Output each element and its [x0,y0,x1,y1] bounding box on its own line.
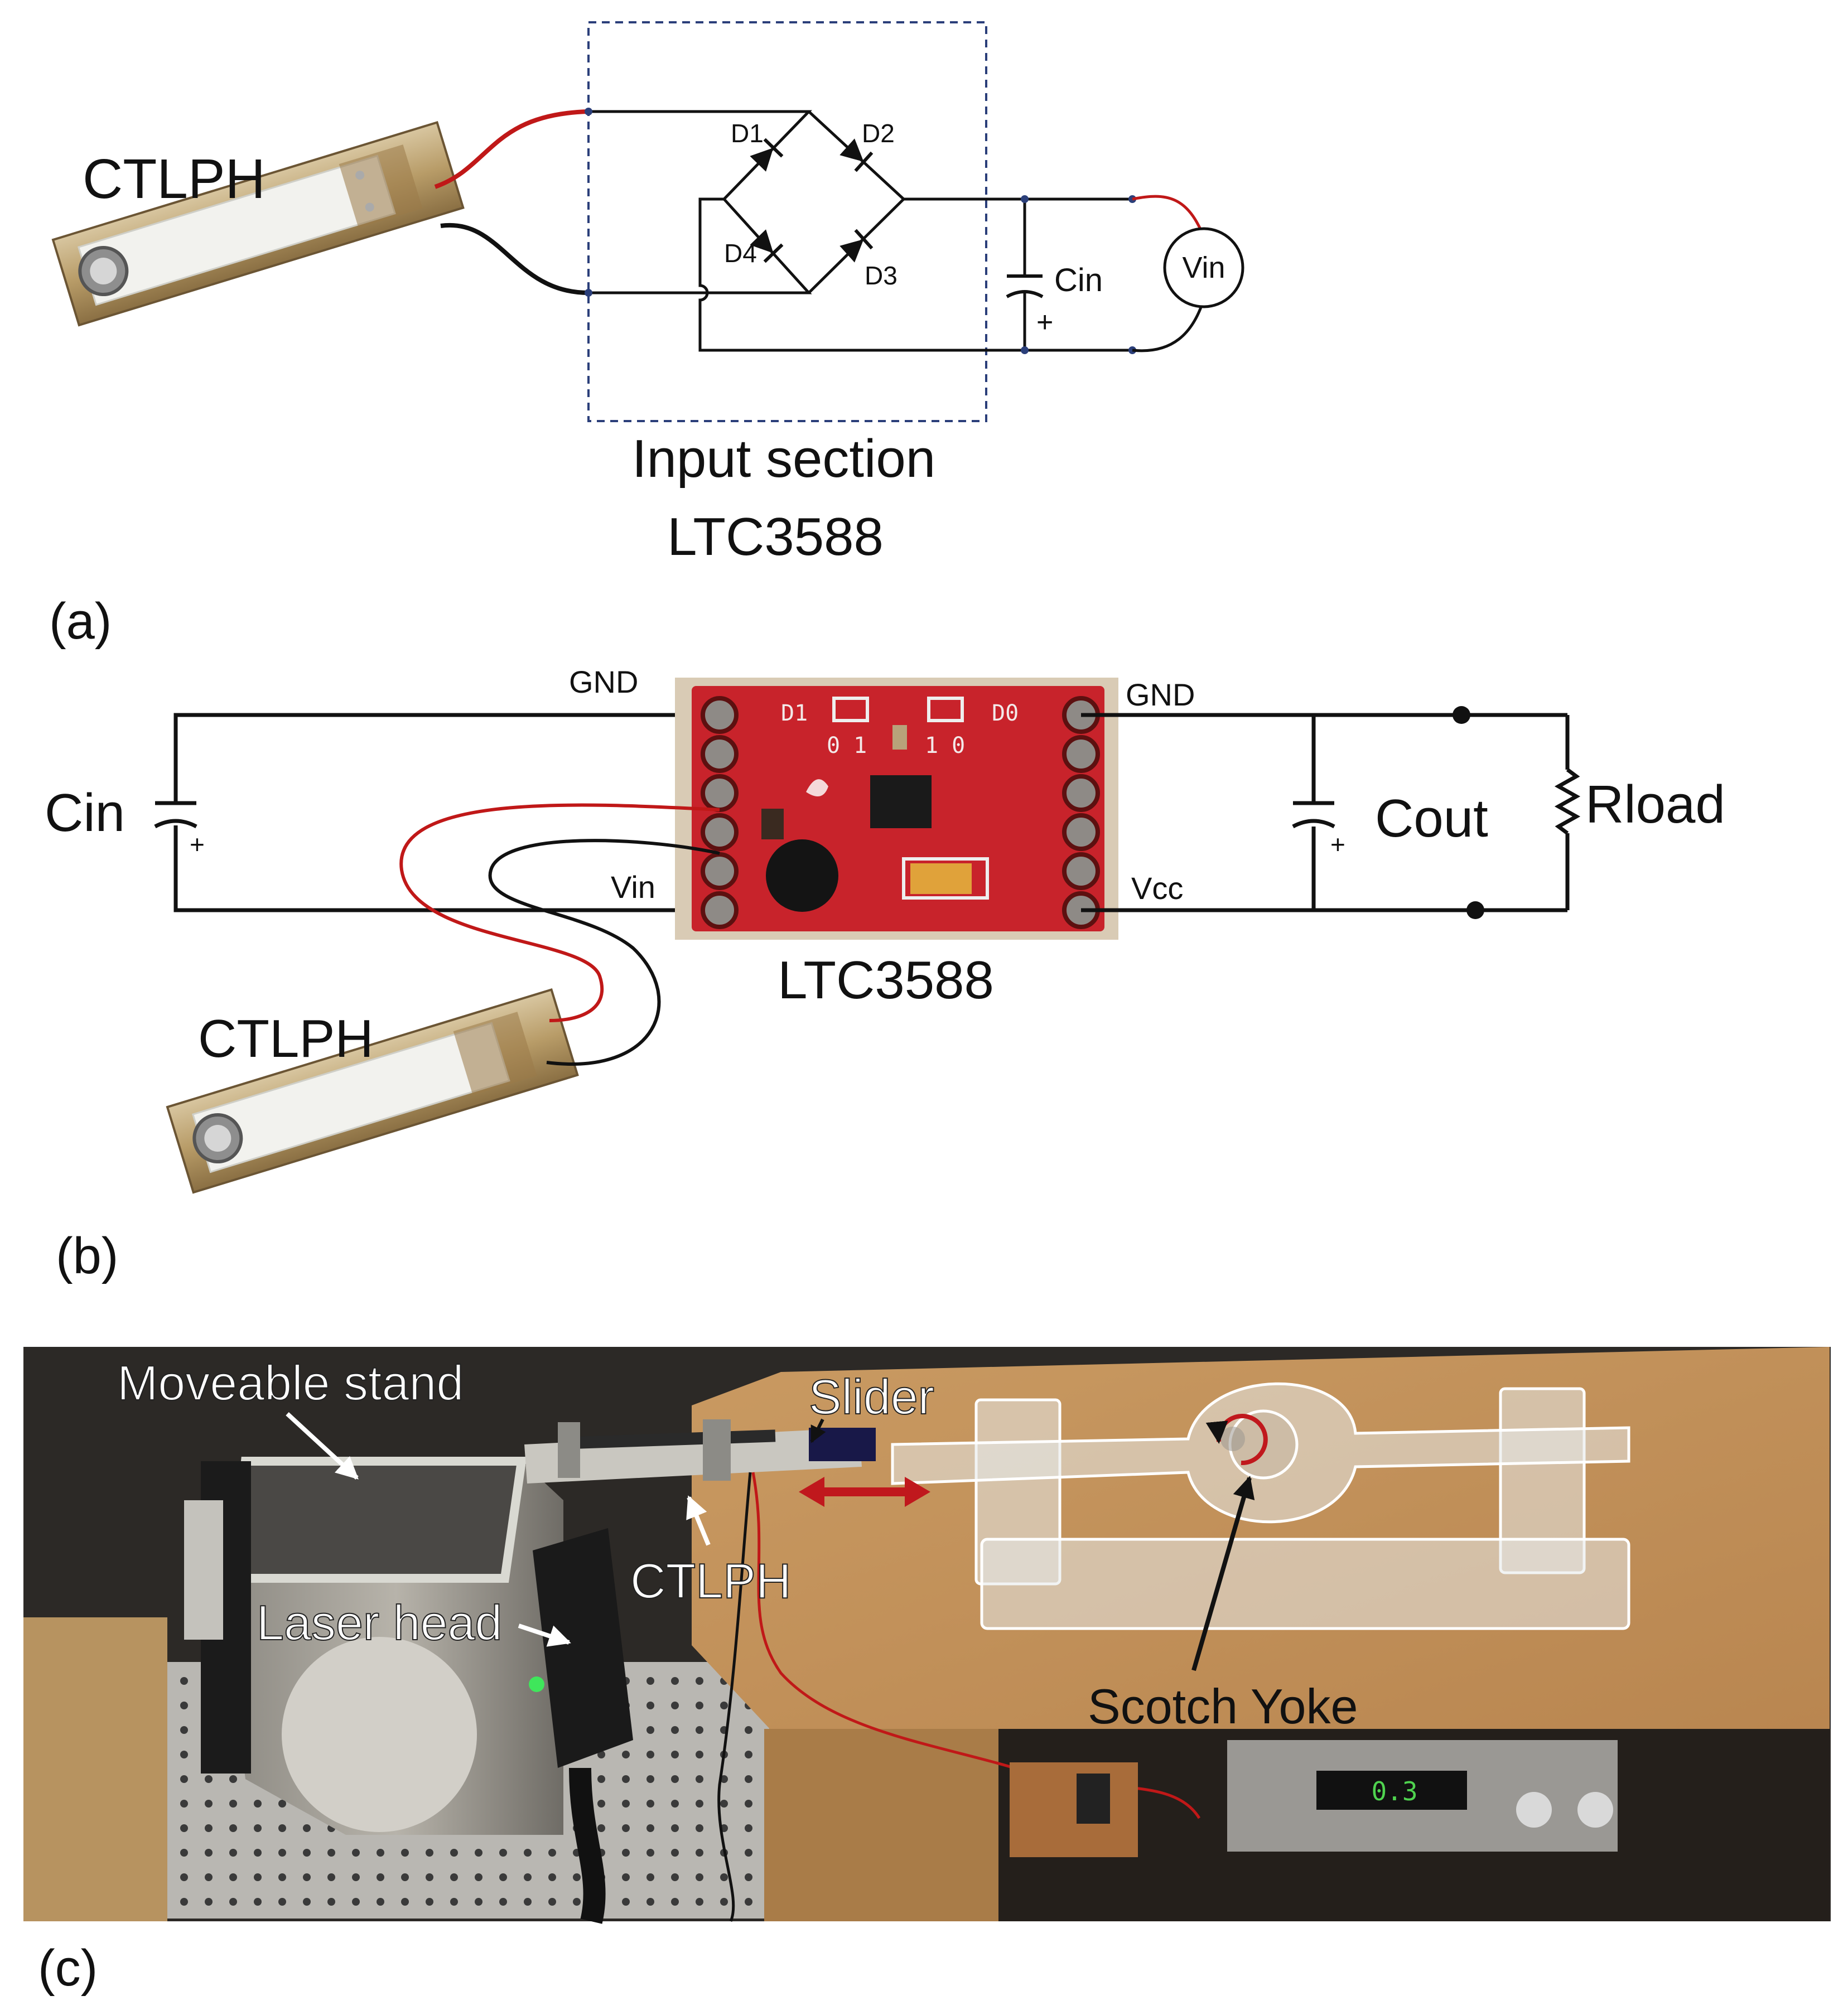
section-label-line2: LTC3588 [667,507,884,567]
gnd-left-label: GND [569,664,638,699]
label-slider: Slider [809,1369,934,1424]
ctlph-rail [524,1419,862,1484]
slider [809,1428,876,1461]
capacitor-cin-a [1006,274,1044,298]
cin-polarity-a: + [1036,306,1053,339]
laser-pointer [518,1623,571,1647]
board-mark-10: 1 0 [925,733,965,758]
voltmeter-black-lead [1132,295,1207,352]
black-wire-b [488,839,720,1066]
ctlph-pointer [686,1495,711,1546]
diode-label-d4: D4 [724,239,757,268]
rload-label: Rload [1585,775,1725,834]
board-mark-d1: D1 [781,700,808,726]
cin-label-a: Cin [1054,262,1103,298]
label-laser-head: Laser head [257,1595,502,1650]
cout-polarity: + [1330,830,1345,859]
ctlph-label-a: CTLPH [83,148,266,210]
left-circuit-b [154,713,703,912]
diode-d2 [839,138,874,172]
inductor [766,839,838,912]
ctlph-label-b: CTLPH [198,1009,374,1069]
voltmeter-label: Vin [1182,251,1225,284]
board-mark-01: 0 1 [827,733,867,758]
slider-pointer [810,1418,826,1443]
motion-double-arrow [799,1477,930,1507]
red-wire-b [399,803,720,1022]
laser-head [529,1528,633,1924]
diode-label-d3: D3 [865,261,898,290]
board-mark-d0: D0 [992,700,1019,726]
cout-label: Cout [1375,789,1488,848]
cin-label-b: Cin [45,783,125,843]
caption-a: (a) [49,593,112,650]
label-scotch-yoke: Scotch Yoke [1088,1679,1358,1734]
caption-b: (b) [56,1228,118,1284]
photo-labels: Moveable stand Slider CTLPH Laser head S… [117,1355,1358,1734]
diode-label-d1: D1 [731,119,764,148]
tantalum-capacitor [910,863,972,894]
vin-pin-label: Vin [611,869,655,905]
moveable-stand [184,1457,563,1835]
yoke-pointer [1191,1476,1255,1671]
bridge-rectifier [588,110,1132,352]
panel-b: Cin + GND Vin [45,664,1725,1284]
voltmeter-red-lead [1132,195,1207,240]
panel-c-photo: 0.3 [23,1347,1831,1924]
harvester-circuit-board [1010,1762,1138,1857]
black-wire-c [717,1472,752,1922]
board-label-b: LTC3588 [778,950,994,1010]
ctlph-harvester-a [51,120,465,327]
gnd-right-label: GND [1126,677,1195,712]
input-section-box [587,21,987,422]
ic-chip [870,775,932,828]
scotch-yoke [891,1382,1630,1630]
diode-d1 [750,138,784,172]
ltc3588-board: D1 D0 0 1 1 0 [675,678,1118,940]
rotation-arrow [1205,1414,1268,1466]
cin-polarity-b: + [190,830,205,859]
diode-d4 [750,229,784,263]
section-label-line1: Input section [632,429,935,489]
ctlph-harvester-b [166,988,579,1194]
caption-c: (c) [38,1940,98,1997]
display-reading: 0.3 [1371,1776,1417,1806]
black-wire-a [440,223,589,295]
stand-pointer [286,1412,359,1480]
right-header-pins [1062,696,1100,929]
diode-label-d2: D2 [862,119,895,148]
diode-d3 [839,229,874,263]
panel-a: CTLPH [49,21,1244,650]
red-wire-a [434,109,589,189]
voltmeter-vin [1163,227,1244,308]
label-ctlph: CTLPH [630,1553,792,1608]
vcc-pin-label: Vcc [1131,871,1183,906]
right-circuit-b [1081,713,1581,912]
label-moveable-stand: Moveable stand [117,1355,464,1410]
